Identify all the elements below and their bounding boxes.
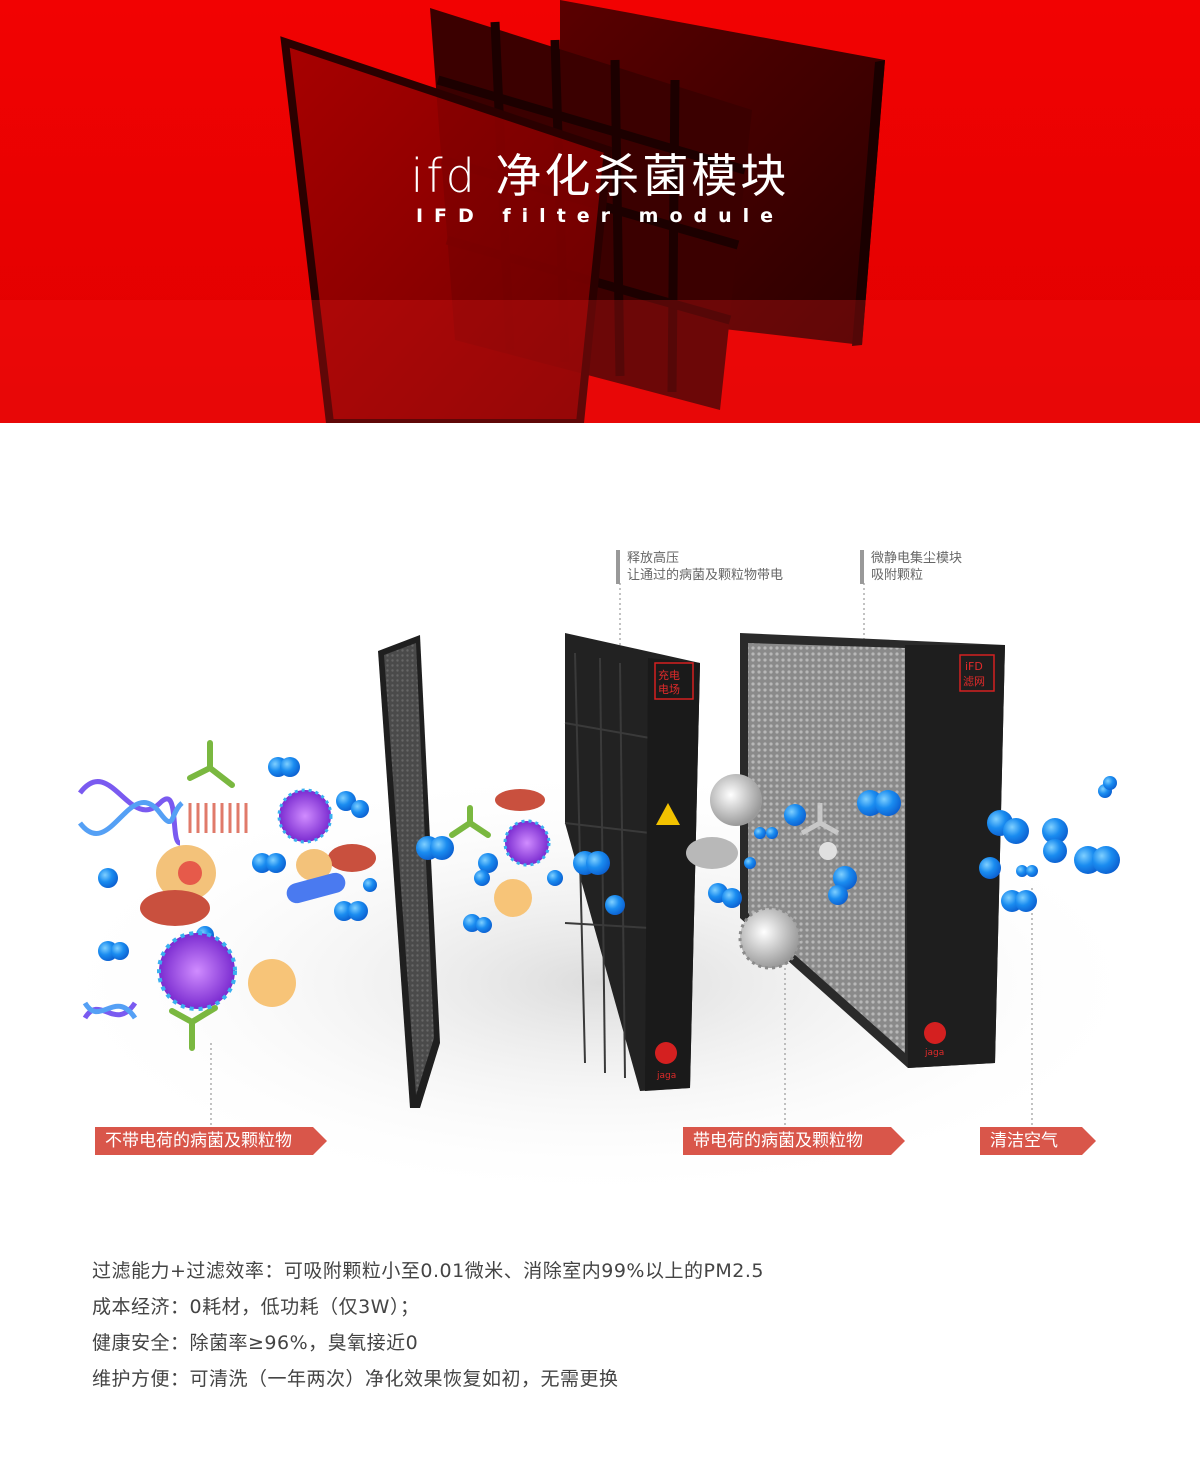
charged-particles (416, 790, 901, 933)
charge-field-label-2: 电场 (658, 682, 680, 696)
feature-safety: 健康安全：除菌率≥96%，臭氧接近0 (92, 1332, 419, 1354)
hero-front-panel (280, 36, 613, 423)
antibody-icon (169, 740, 491, 1051)
hero-title: ifd 净化杀菌模块 (410, 149, 790, 203)
filtration-diagram: 充电 电场 jaga iFD 滤网 jaga (0, 423, 1200, 1213)
callout-electrostatic-module: 微静电集尘模块 吸附颗粒 (860, 550, 962, 584)
callout-charge-field-title: 释放高压 (627, 551, 680, 566)
feature-cost: 成本经济：0耗材，低功耗（仅3W）； (92, 1296, 420, 1318)
svg-text:jaga: jaga (656, 1071, 676, 1081)
dna-icon (78, 779, 184, 1020)
feature-maintenance: 维护方便：可清洗（一年两次）净化效果恢复如初，无需更换 (92, 1368, 619, 1390)
cell-icon (140, 789, 545, 1007)
charge-field-label-1: 充电 (658, 668, 680, 682)
clean-air-particles (979, 776, 1120, 912)
hero-banner: ifd 净化杀菌模块 IFD filter module (0, 0, 1200, 423)
hero-filter-illustration (0, 0, 1200, 423)
jaga-logo-icon (655, 1042, 677, 1064)
charged-virus-icon (686, 774, 840, 970)
high-voltage-warning-icon (656, 803, 680, 825)
svg-text:滤网: 滤网 (963, 675, 985, 688)
lipid-membrane-icon (188, 803, 248, 833)
callout-charge-field-desc: 让通过的病菌及颗粒物带电 (627, 568, 784, 583)
tag-charged-particles: 带电荷的病菌及颗粒物 (683, 1127, 905, 1155)
prefilter-panel (378, 635, 440, 1108)
tag-clean-air: 清洁空气 (980, 1127, 1096, 1155)
svg-text:jaga: jaga (924, 1048, 944, 1058)
virus-icon (157, 788, 551, 1011)
tag-uncharged-particles: 不带电荷的病菌及颗粒物 (95, 1127, 327, 1155)
callout-charge-field: 释放高压 让通过的病菌及颗粒物带电 (616, 550, 783, 584)
callout-electrostatic-title: 微静电集尘模块 (871, 551, 963, 566)
jaga-logo-icon-2 (924, 1022, 946, 1044)
svg-text:iFD: iFD (965, 660, 983, 673)
feature-list: 过滤能力+过滤效率：可吸附颗粒小至0.01微米、消除室内99%以上的PM2.5 … (92, 1255, 1092, 1399)
charge-field-panel: 充电 电场 jaga (564, 633, 700, 1091)
filter-modules-illustration: 充电 电场 jaga iFD 滤网 jaga (40, 583, 1160, 1203)
feature-filtration: 过滤能力+过滤效率：可吸附颗粒小至0.01微米、消除室内99%以上的PM2.5 (92, 1260, 765, 1282)
hero-subtitle: IFD filter module (415, 205, 785, 227)
callout-electrostatic-desc: 吸附颗粒 (871, 568, 924, 583)
